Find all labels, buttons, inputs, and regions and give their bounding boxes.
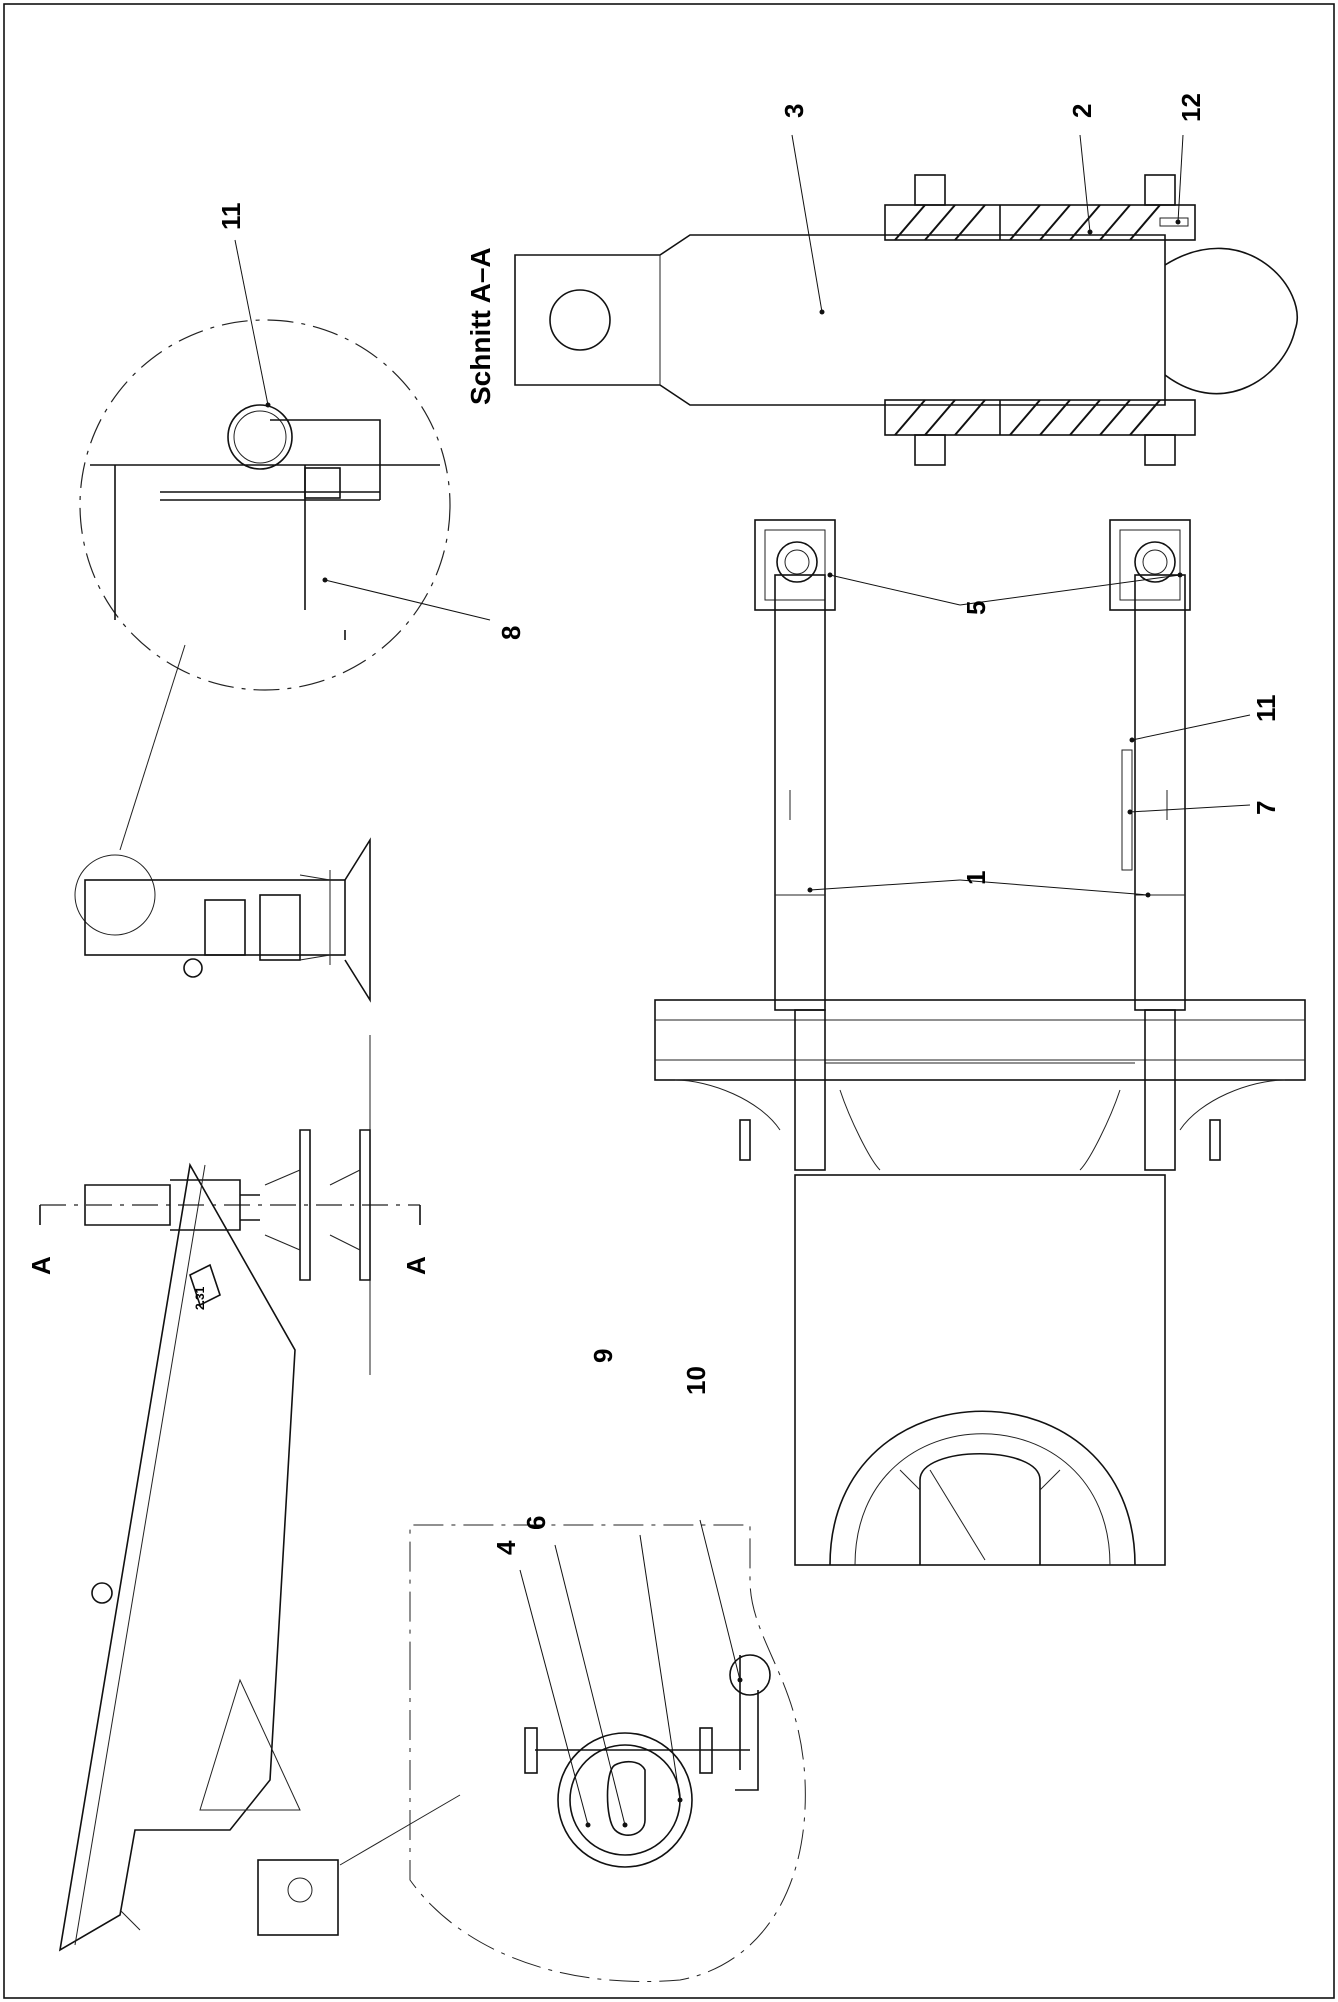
callout-5: 5 [961,601,991,615]
callout-12: 12 [1176,93,1206,122]
callout-2: 2 [1067,104,1097,118]
callout-3: 3 [779,104,809,118]
side-view-upper [74,837,371,1375]
callout-4: 4 [491,1540,521,1555]
callout-8: 8 [496,626,526,640]
plate-marking: 2.31 [193,1286,207,1310]
callout-7: 7 [1251,801,1281,815]
callout-11-detail: 11 [216,203,246,231]
detail-view-circle [79,239,491,851]
drawing-frame [3,3,1335,1999]
top-view-assembly [654,519,1306,1566]
callout-9: 9 [588,1349,618,1363]
section-view-a-a [514,134,1298,466]
callout-11-arm: 11 [1251,695,1281,723]
section-title: Schnitt A–A [465,247,496,405]
cut-mark-a-right: A [401,1256,431,1275]
cut-mark-a-left: A [26,1256,56,1275]
callout-1: 1 [961,871,991,885]
callout-6: 6 [521,1516,551,1530]
detail-view-pin [409,1519,806,1983]
side-view-lower [39,1129,421,1281]
callout-10: 10 [681,1366,711,1395]
frame-arm [58,1162,461,1952]
